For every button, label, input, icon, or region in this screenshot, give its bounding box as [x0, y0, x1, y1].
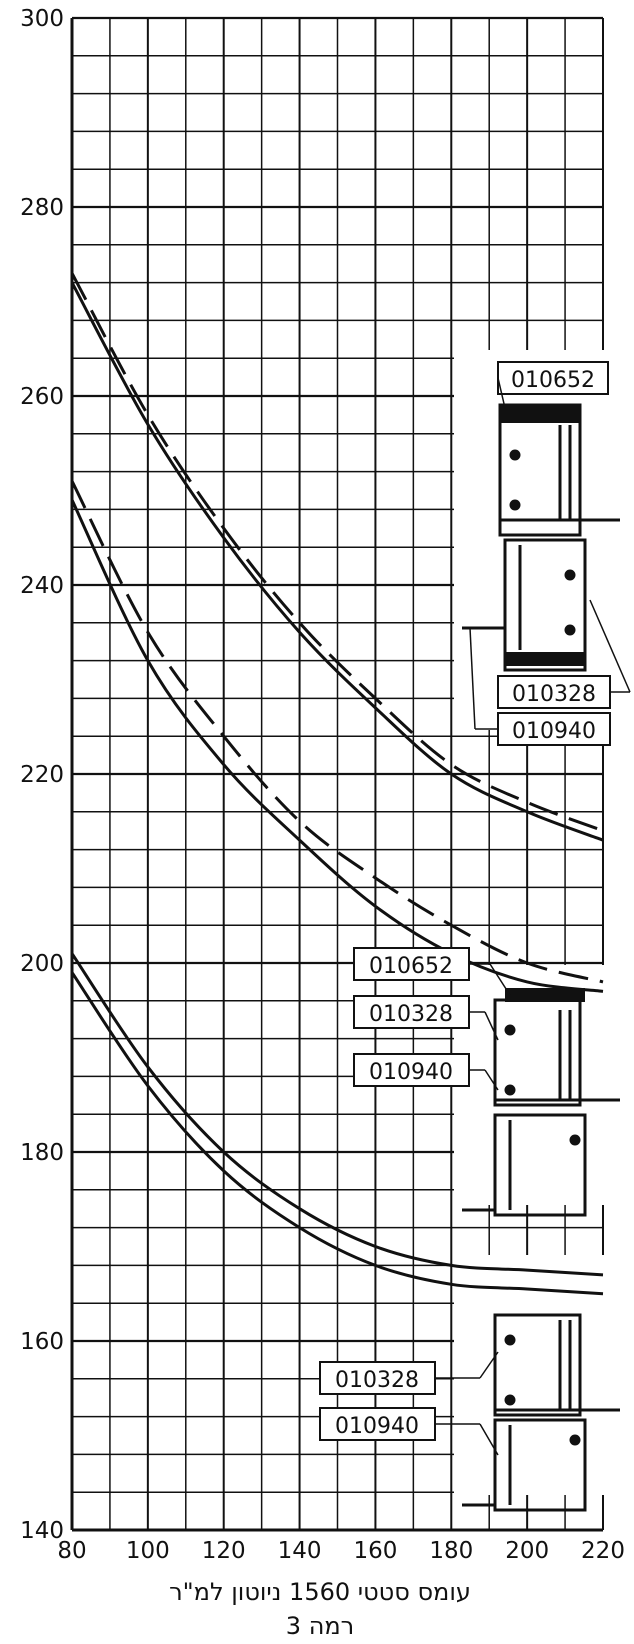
- profile-label-box: 010940: [319, 1407, 499, 1456]
- profile-label-box: 010652: [497, 361, 609, 409]
- profile-label: 010328: [512, 682, 596, 707]
- x-axis-label-secondary: רמה 3: [286, 1612, 354, 1640]
- series-line-2: [70, 272, 604, 833]
- x-tick-label: 200: [505, 1538, 549, 1564]
- x-tick-label: 120: [202, 1538, 246, 1564]
- x-tick-label: 100: [126, 1538, 170, 1564]
- profile-label: 010328: [335, 1368, 419, 1393]
- y-tick-label: 180: [20, 1140, 64, 1166]
- y-tick-label: 200: [20, 951, 64, 977]
- y-tick-label: 260: [20, 384, 64, 410]
- y-tick-label: 300: [20, 6, 64, 32]
- x-tick-label: 80: [57, 1538, 86, 1564]
- profile-label-box: 010652: [353, 947, 511, 996]
- profile-label: 010652: [369, 954, 453, 979]
- series-line-5: [70, 952, 604, 1277]
- profile-drawing-middle: [462, 988, 620, 1217]
- x-tick-label: 180: [429, 1538, 473, 1564]
- y-tick-label: 220: [20, 762, 64, 788]
- y-tick-label: 240: [20, 573, 64, 599]
- x-tick-label: 140: [278, 1538, 322, 1564]
- profile-label-box: 010328: [497, 599, 631, 709]
- profile-label: 010328: [369, 1002, 453, 1027]
- chart-ticks: 80 100 120 140 160 180 200 220 140 160 180 200 220 24…: [20, 6, 625, 1564]
- profile-label-box: 010940: [353, 1053, 499, 1091]
- y-tick-label: 140: [20, 1518, 64, 1544]
- profile-insets: 010652 010328 010940 010652 010328: [319, 361, 631, 1512]
- series-line-4: [70, 480, 604, 984]
- series-line-1: [70, 281, 604, 842]
- x-axis-label: עומס סטטי 1560 ניוטון למ"ר: [169, 1578, 471, 1606]
- profile-label: 010940: [512, 719, 596, 744]
- chart-axes: [70, 18, 603, 1532]
- profile-drawing-lower: [462, 1313, 620, 1512]
- profile-label: 010940: [335, 1414, 419, 1439]
- x-tick-label: 160: [353, 1538, 397, 1564]
- y-tick-label: 280: [20, 195, 64, 221]
- y-tick-label: 160: [20, 1329, 64, 1355]
- series-line-6: [70, 971, 604, 1296]
- series-line-3: [70, 499, 604, 993]
- profile-label-box: 010940: [469, 627, 611, 746]
- x-tick-label: 220: [581, 1538, 625, 1564]
- profile-label-box: 010328: [319, 1351, 499, 1395]
- chart-series: [70, 272, 604, 1296]
- profile-label-box: 010328: [353, 995, 499, 1041]
- profile-label: 010940: [369, 1060, 453, 1085]
- profile-label: 010652: [511, 368, 595, 393]
- profile-drawing-upper: [462, 403, 620, 672]
